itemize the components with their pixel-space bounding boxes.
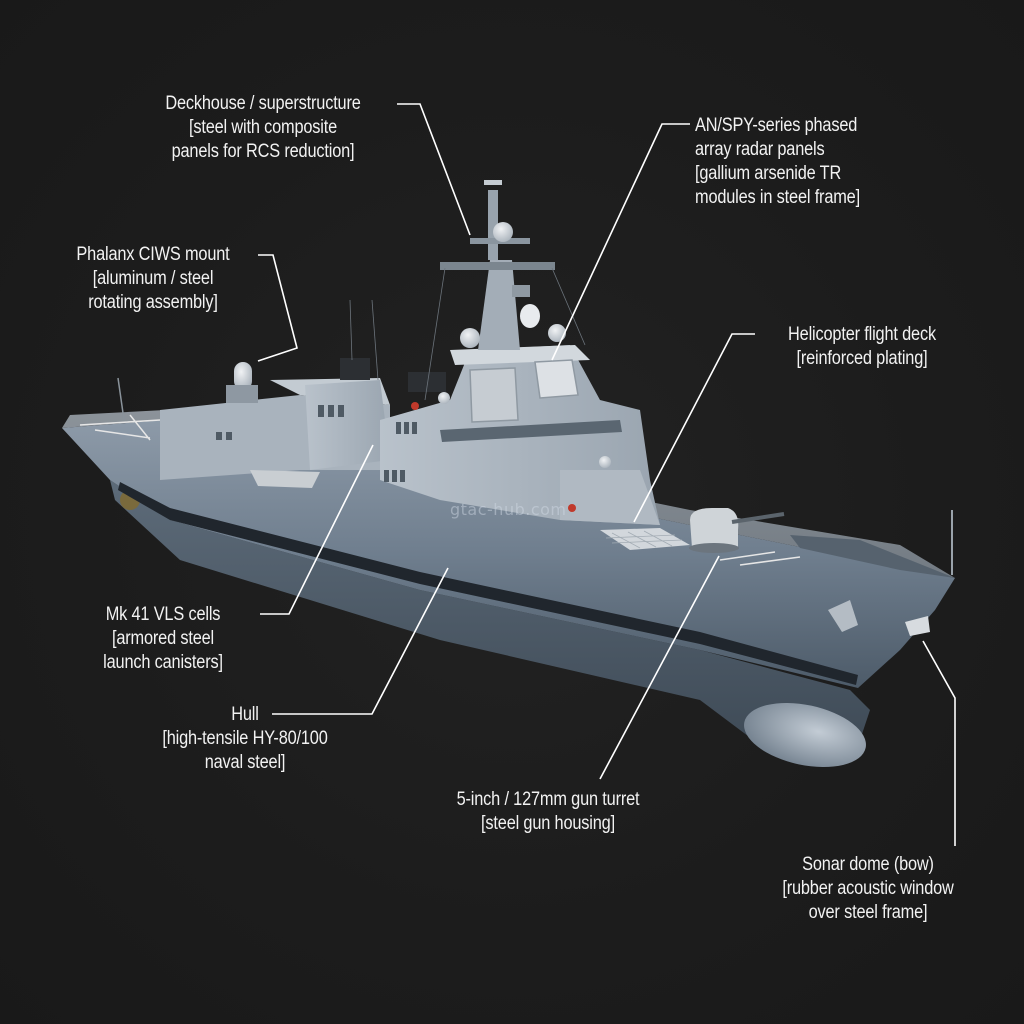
leader-lines: [257, 103, 956, 846]
leader-vls: [260, 444, 374, 615]
callout-material: [high-tensile HY-80/100: [162, 728, 328, 749]
callout-material: over steel frame]: [808, 902, 928, 923]
radar-panel-port: [469, 367, 519, 423]
callout-deckhouse: Deckhouse / superstructure [steel with c…: [153, 92, 373, 164]
callout-gun: 5-inch / 127mm gun turret [steel gun hou…: [436, 788, 660, 836]
callout-sonar: Sonar dome (bow) [rubber acoustic window…: [768, 853, 968, 925]
callout-material: [aluminum / steel: [92, 268, 214, 289]
leader-radar: [551, 123, 690, 361]
main-deck: [62, 377, 955, 578]
callout-title: Deckhouse / superstructure: [165, 93, 361, 114]
callout-ciws: Phalanx CIWS mount [aluminum / steel rot…: [64, 243, 241, 315]
callout-material: [rubber acoustic window: [782, 878, 954, 899]
gun-turret-shape: [600, 508, 785, 553]
callout-radar: AN/SPY-series phased array radar panels …: [695, 114, 860, 210]
callout-flight-deck: Helicopter flight deck [reinforced plati…: [774, 323, 949, 371]
callout-material: modules in steel frame]: [695, 187, 860, 208]
radar-panel-starboard: [534, 359, 579, 399]
callout-material: [armored steel: [111, 628, 215, 649]
callout-title: AN/SPY-series phased: [695, 115, 858, 136]
leader-hull: [272, 567, 449, 715]
sonar-dome-shape: [744, 702, 866, 768]
leader-ciws: [257, 254, 298, 362]
leader-deckhouse: [397, 103, 471, 236]
callout-material: panels for RCS reduction]: [171, 141, 355, 162]
callout-material: [gallium arsenide TR: [695, 163, 842, 184]
callout-title: 5-inch / 127mm gun turret: [456, 789, 640, 810]
callout-title: Sonar dome (bow): [802, 854, 934, 875]
callout-material: [reinforced plating]: [796, 348, 928, 369]
callout-title: Helicopter flight deck: [788, 324, 936, 345]
ciws-shape: [234, 362, 252, 390]
main-mast: [349, 180, 611, 468]
callout-title: array radar panels: [695, 139, 825, 160]
callout-hull: Hull [high-tensile HY-80/100 naval steel…: [146, 703, 344, 775]
callout-material: [steel gun housing]: [481, 813, 615, 834]
leader-gun: [599, 555, 720, 780]
callout-material: [steel with composite: [188, 117, 338, 138]
callout-vls: Mk 41 VLS cells [armored steel launch ca…: [83, 603, 243, 675]
callout-title: Hull: [231, 704, 259, 725]
aft-superstructure: [160, 358, 446, 488]
callout-material: rotating assembly]: [88, 292, 218, 313]
callout-title: Mk 41 VLS cells: [105, 604, 221, 625]
watermark: gtac-hub.com: [450, 500, 567, 519]
callout-material: naval steel]: [204, 752, 286, 773]
callout-title: Phalanx CIWS mount: [76, 244, 230, 265]
callout-material: launch canisters]: [103, 652, 223, 673]
leader-sonar: [922, 640, 956, 846]
forward-deckhouse: [380, 345, 660, 525]
leader-flight-deck: [633, 333, 755, 523]
